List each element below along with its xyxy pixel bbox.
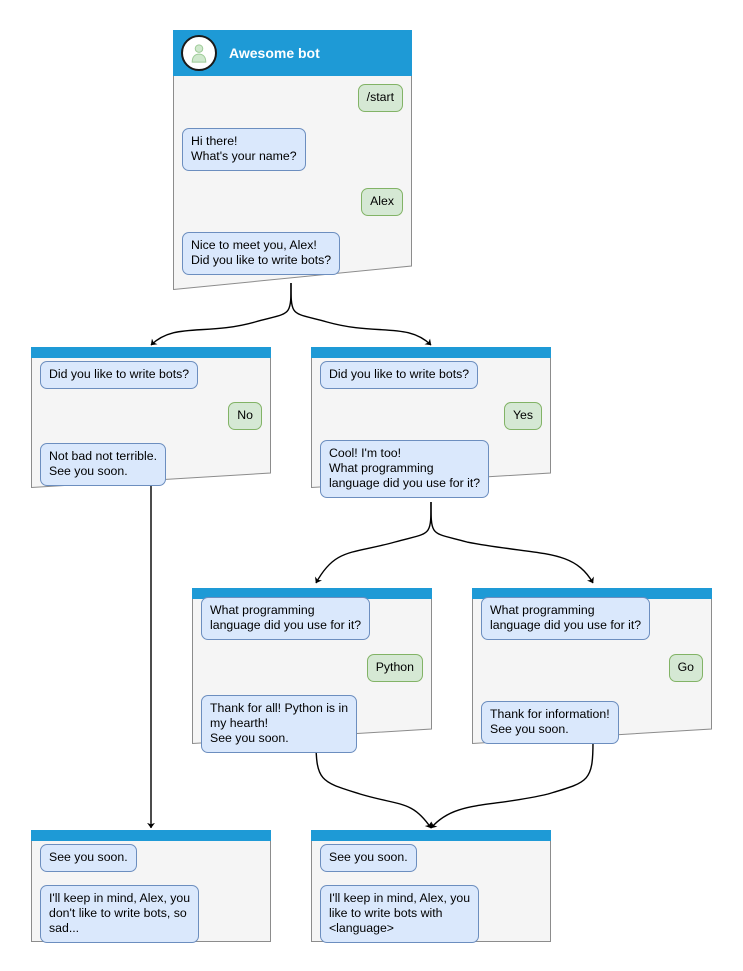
bot-message-bubble[interactable]: Nice to meet you, Alex! Did you like to … [182,232,341,275]
message-row: Yes [320,402,542,430]
message-list: What programming language did you use fo… [192,597,432,753]
message-row: Go [481,654,703,682]
bot-message-bubble[interactable]: See you soon. [40,844,137,872]
bot-message-bubble[interactable]: Thank for all! Python is in my hearth! S… [201,695,358,753]
message-row: See you soon. [320,844,542,872]
message-list: Did you like to write bots? Yes Cool! I'… [311,361,551,498]
chat-header-bar [311,347,551,358]
user-message-bubble[interactable]: /start [357,84,403,112]
chat-node-answer-yes[interactable]: Did you like to write bots? Yes Cool! I'… [311,347,551,498]
chat-node-answer-no[interactable]: Did you like to write bots? No Not bad n… [31,347,271,488]
bot-message-bubble[interactable]: What programming language did you use fo… [201,597,371,640]
chat-node-end-happy[interactable]: See you soon. I'll keep in mind, Alex, y… [311,830,551,943]
message-list: What programming language did you use fo… [472,597,712,744]
bot-message-bubble[interactable]: Cool! I'm too! What programming language… [320,440,490,498]
bot-message-bubble[interactable]: I'll keep in mind, Alex, you like to wri… [320,885,480,943]
edge-yes-to-go [430,501,594,584]
chat-header-bar [31,347,271,358]
edge-python-to-end-happy [315,741,432,829]
message-list: See you soon. I'll keep in mind, Alex, y… [311,844,551,943]
bot-message-bubble[interactable]: Hi there! What's your name? [182,128,306,171]
message-row: /start [182,84,403,112]
message-row: Hi there! What's your name? [182,128,403,171]
message-row: No [40,402,262,430]
message-row: Cool! I'm too! What programming language… [320,440,542,498]
bot-name-label: Awesome bot [229,45,320,61]
message-list: See you soon. I'll keep in mind, Alex, y… [31,844,271,943]
user-message-bubble[interactable]: Go [668,654,703,682]
edge-start-to-no [150,282,292,346]
message-row: Thank for all! Python is in my hearth! S… [201,695,423,753]
chat-header-bar: Awesome bot [173,30,412,76]
bot-message-bubble[interactable]: Did you like to write bots? [320,361,479,389]
chat-header-bar [192,588,432,599]
edge-go-to-end-happy [430,741,594,829]
message-list: Did you like to write bots? No Not bad n… [31,361,271,486]
bot-message-bubble[interactable]: Thank for information! See you soon. [481,701,619,744]
user-message-bubble[interactable]: Python [366,654,423,682]
message-row: Thank for information! See you soon. [481,701,703,744]
chat-header-bar [472,588,712,599]
bot-message-bubble[interactable]: See you soon. [320,844,417,872]
bot-message-bubble[interactable]: Did you like to write bots? [40,361,199,389]
chat-node-start[interactable]: Awesome bot /start Hi there! What's your… [173,30,412,290]
user-message-bubble[interactable]: No [228,402,262,430]
message-row: Alex [182,188,403,216]
person-avatar-icon [181,35,217,71]
message-row: See you soon. [40,844,262,872]
edge-start-to-yes [290,282,432,346]
chat-node-lang-python[interactable]: What programming language did you use fo… [192,588,432,753]
bot-message-bubble[interactable]: What programming language did you use fo… [481,597,651,640]
chat-header-bar [311,830,551,841]
chat-node-end-sad[interactable]: See you soon. I'll keep in mind, Alex, y… [31,830,271,943]
message-row: I'll keep in mind, Alex, you don't like … [40,885,262,943]
edge-yes-to-python [314,501,432,584]
message-row: I'll keep in mind, Alex, you like to wri… [320,885,542,943]
bot-message-bubble[interactable]: Not bad not terrible. See you soon. [40,443,167,486]
user-message-bubble[interactable]: Alex [361,188,403,216]
message-row: Did you like to write bots? [40,361,262,389]
bot-message-bubble[interactable]: I'll keep in mind, Alex, you don't like … [40,885,200,943]
chat-header-bar [31,830,271,841]
message-row: What programming language did you use fo… [481,597,703,640]
message-row: Did you like to write bots? [320,361,542,389]
user-message-bubble[interactable]: Yes [503,402,542,430]
chat-node-lang-go[interactable]: What programming language did you use fo… [472,588,712,744]
message-row: Python [201,654,423,682]
message-row: Nice to meet you, Alex! Did you like to … [182,232,403,275]
message-list: /start Hi there! What's your name? Alex … [173,84,412,275]
message-row: What programming language did you use fo… [201,597,423,640]
message-row: Not bad not terrible. See you soon. [40,443,262,486]
